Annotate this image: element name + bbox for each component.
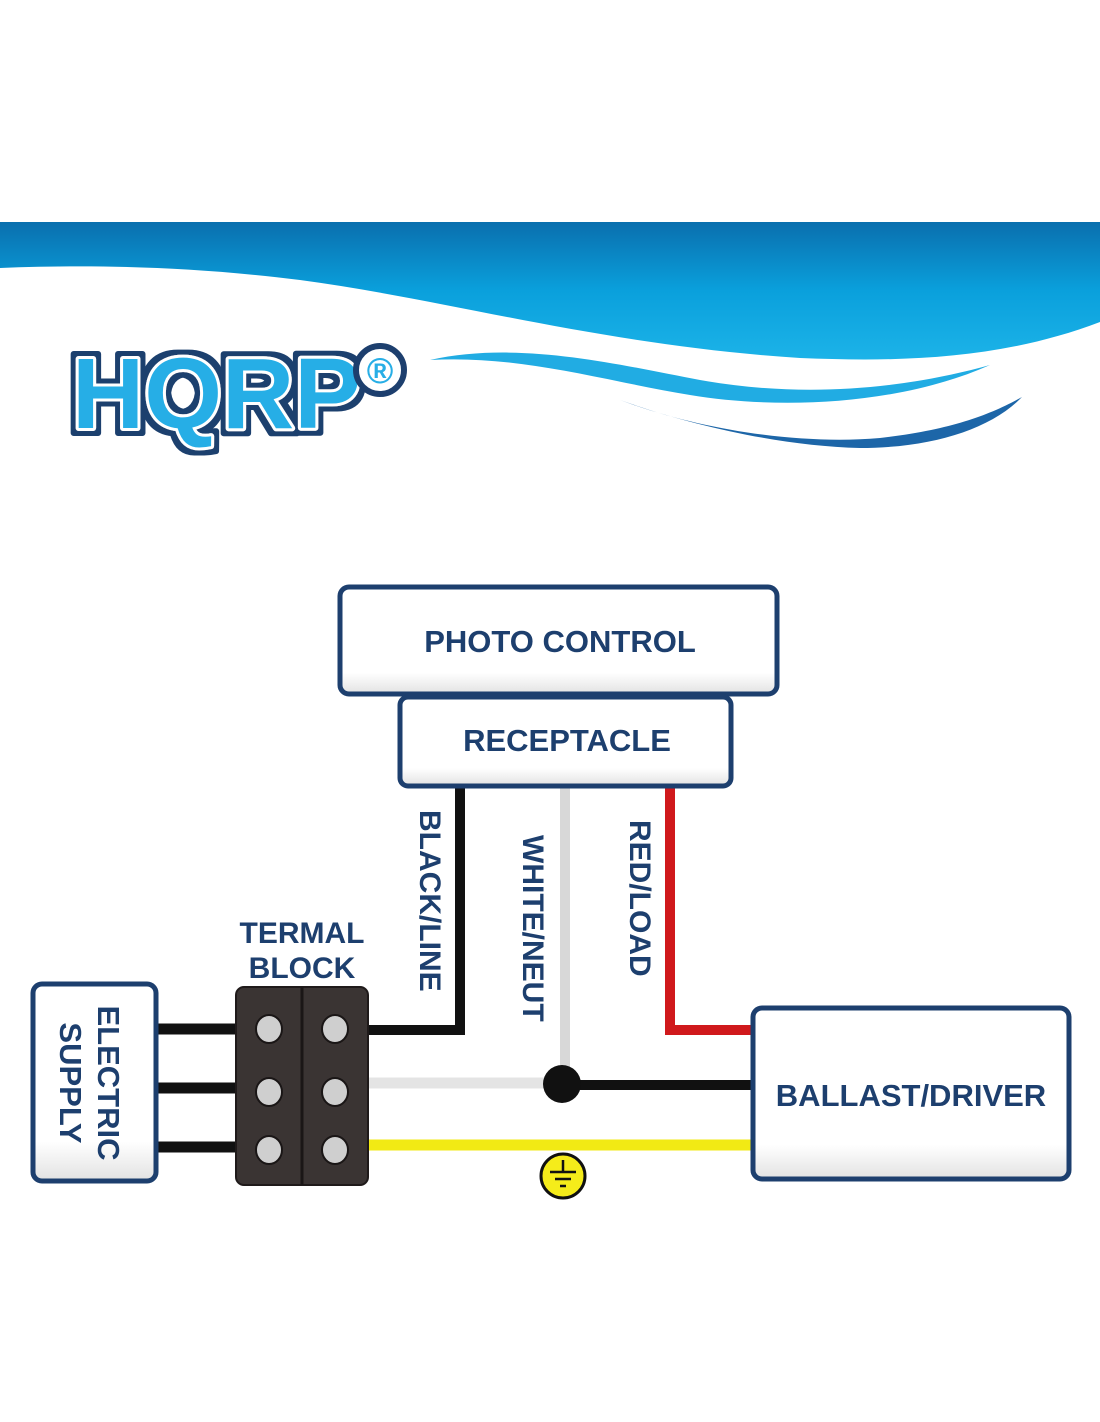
electric-supply-box: ELECTRIC SUPPLY	[30, 981, 159, 1184]
ground-icon	[539, 1152, 587, 1200]
red-load-label: RED/LOAD	[623, 820, 656, 977]
ballast-driver-box: BALLAST/DRIVER	[750, 1005, 1072, 1182]
wires	[156, 786, 752, 1153]
supply-label: SUPPLY	[53, 1022, 88, 1144]
splice-junction	[543, 1065, 581, 1103]
terminal-block: TERMAL BLOCK	[235, 917, 369, 1186]
photo-control-label: PHOTO CONTROL	[424, 624, 696, 659]
terminal-screws	[255, 1014, 349, 1165]
terminal-label-line2: BLOCK	[249, 952, 356, 985]
white-neutral-label: WHITE/NEUT	[516, 835, 549, 1022]
logo-text: HQRP	[72, 338, 361, 450]
black-line-label: BLACK/LINE	[413, 810, 446, 992]
black-line-wire	[368, 786, 465, 1035]
receptacle-box: RECEPTACLE	[397, 694, 734, 789]
receptacle-label: RECEPTACLE	[463, 723, 671, 758]
wave-band	[0, 222, 1100, 360]
terminal-label-line1: TERMAL	[240, 917, 365, 950]
red-load-wire	[665, 786, 752, 1035]
wave-swoosh-dark	[620, 397, 1022, 448]
ballast-driver-label: BALLAST/DRIVER	[776, 1078, 1046, 1113]
hqrp-logo: HQRP ®	[69, 335, 407, 453]
wave-swoosh-light	[430, 352, 990, 403]
header-banner	[0, 222, 1100, 448]
electric-label: ELECTRIC	[91, 1006, 126, 1161]
registered-mark: ®	[367, 350, 394, 391]
photo-control-box: PHOTO CONTROL	[337, 584, 780, 697]
